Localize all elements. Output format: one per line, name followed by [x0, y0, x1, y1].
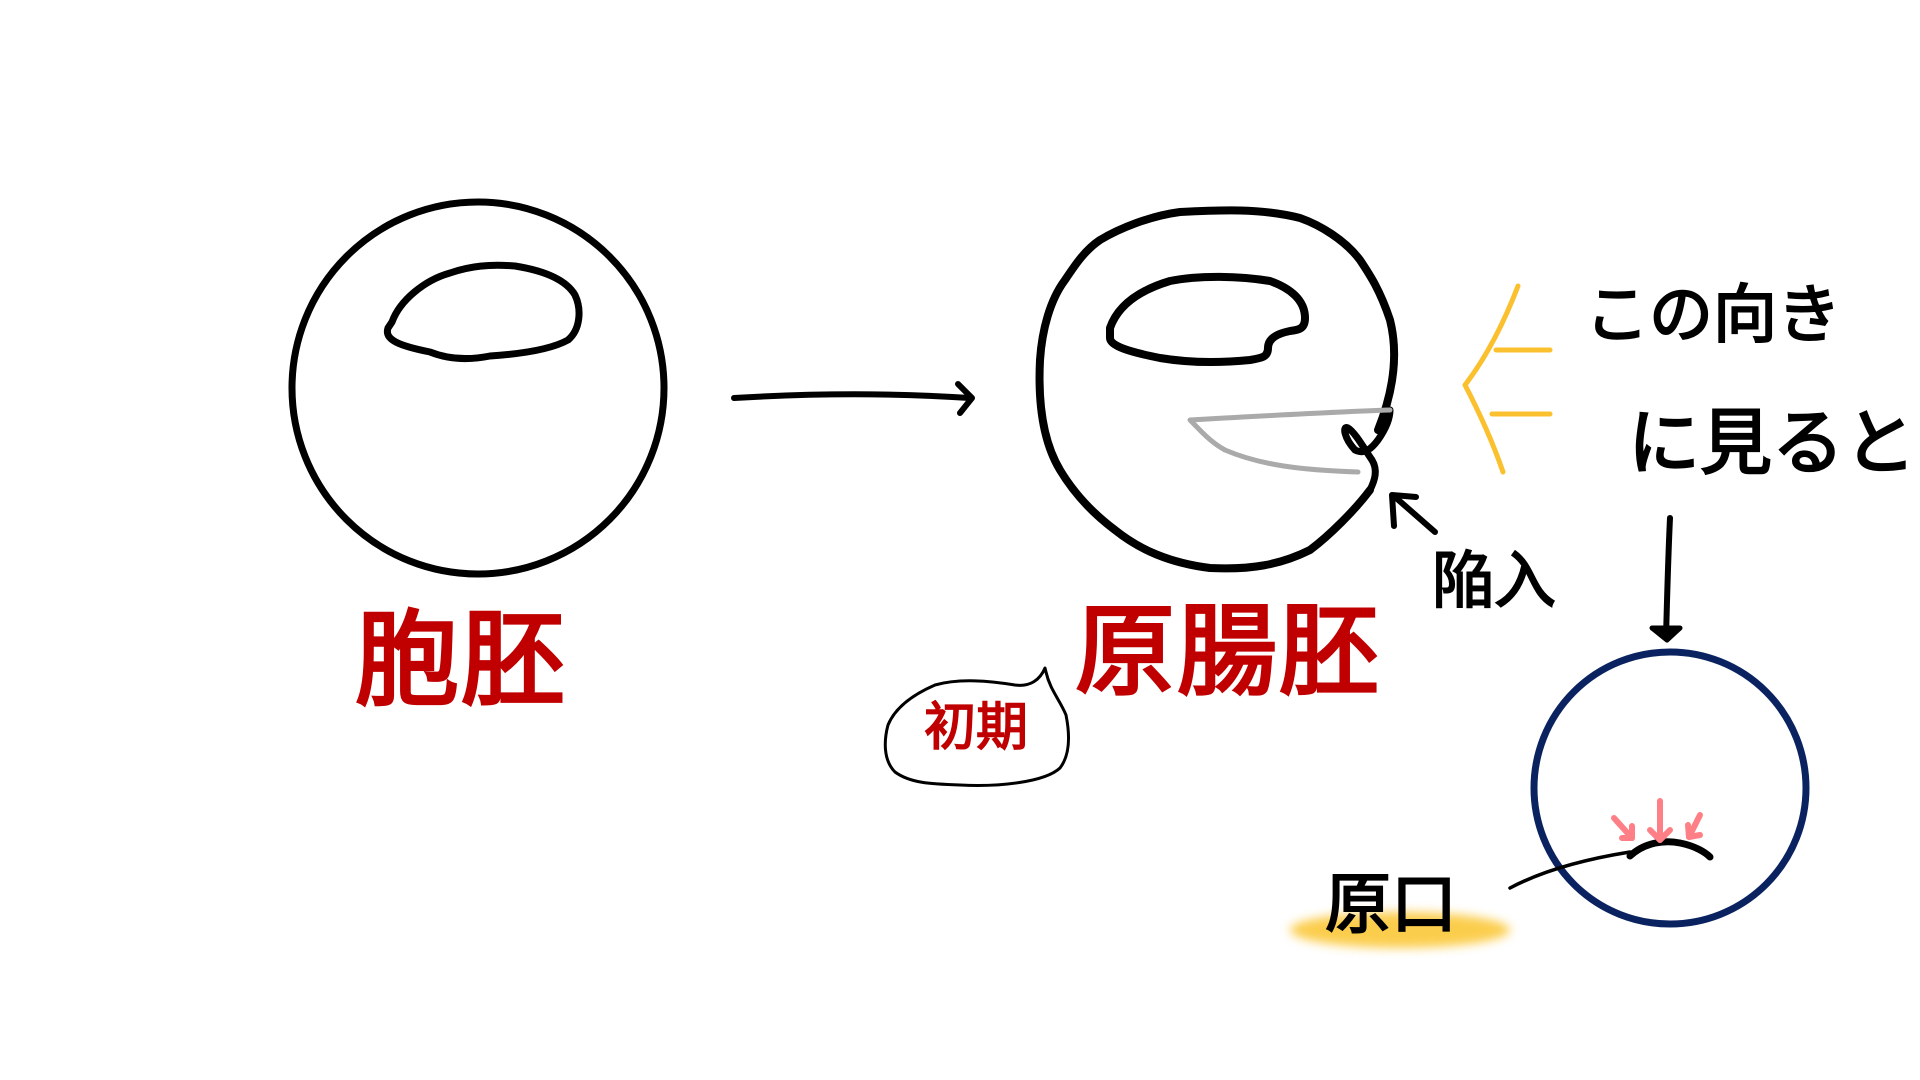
callout-bubble: [883, 666, 1070, 787]
view-direction-icon: [1462, 283, 1553, 475]
arrow-up-left-icon: [1389, 492, 1438, 535]
blastopore-pointer-line: [1508, 850, 1632, 890]
archenteron: [1187, 407, 1393, 475]
gastrula-blastocoel: [1106, 272, 1309, 367]
gastrula-label: 原腸胚: [1075, 593, 1381, 710]
blastopore-highlight: [1290, 912, 1510, 948]
early-stage-callout: 初期: [924, 698, 1029, 758]
view-direction-label-line2: に見ると: [1628, 401, 1917, 485]
gastrula-drawing: [1035, 206, 1399, 573]
arrow-down-pink-icon: [1611, 798, 1703, 843]
vegetal-view-drawing: [1508, 648, 1810, 928]
blastula-outer-circle: [288, 198, 668, 578]
blastopore-curve: [1626, 838, 1714, 861]
invagination-label: 陥入: [1432, 544, 1557, 617]
blastopore-lip: [1341, 406, 1394, 494]
blastocoel: [383, 261, 583, 363]
blastopore-label: 原口: [1325, 866, 1457, 943]
vegetal-view-circle: [1530, 648, 1810, 928]
blastula-label: 胞胚: [355, 599, 568, 721]
gastrula-outer-outline: [1035, 206, 1399, 573]
blastula-drawing: [288, 198, 668, 578]
view-direction-label-line1: この向き: [1585, 279, 1841, 353]
arrow-right-icon: [731, 381, 975, 416]
arrow-down-icon: [1649, 515, 1683, 643]
